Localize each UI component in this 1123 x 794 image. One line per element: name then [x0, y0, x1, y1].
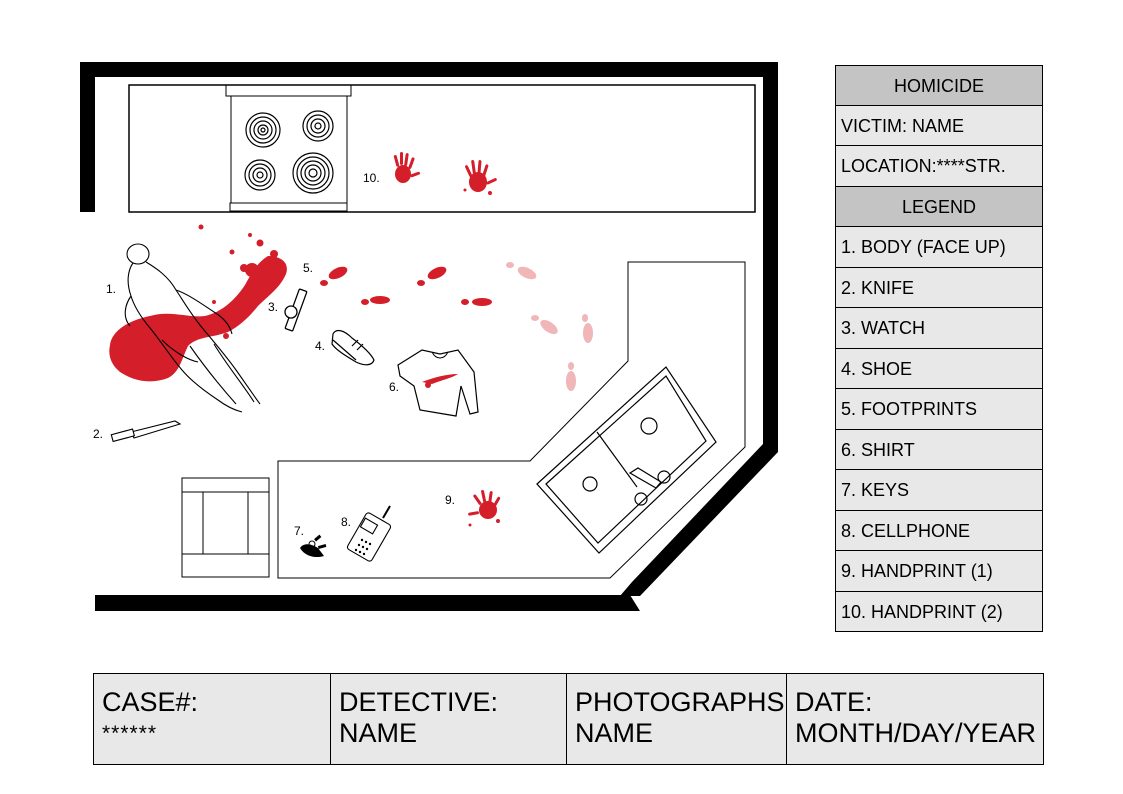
case-type-header: HOMICIDE: [835, 65, 1043, 106]
knife-icon: [110, 420, 182, 443]
double-sink: [536, 366, 717, 554]
shirt-icon: [397, 349, 479, 417]
cellphone-icon: [346, 505, 392, 562]
case-number-cell: CASE#: ******: [94, 674, 331, 764]
marker-knife: 2.: [93, 427, 103, 441]
detective-label: DETECTIVE:: [339, 687, 499, 717]
top-counter: [128, 84, 756, 213]
date-cell: DATE: MONTH/DAY/YEAR: [787, 674, 1043, 764]
burner-icon: [302, 110, 334, 142]
marker-handprint-2: 10.: [363, 171, 380, 185]
legend-item: 5. FOOTPRINTS: [835, 389, 1043, 430]
sink-counter: [277, 261, 746, 579]
shoe-icon: [331, 329, 375, 366]
victim-field: VICTIM: NAME: [835, 105, 1043, 146]
photographs-cell: PHOTOGRAPHS: NAME: [567, 674, 787, 764]
armchair: [181, 477, 270, 578]
bloody-handprint-icon: [468, 489, 501, 527]
location-field: LOCATION:****STR.: [835, 146, 1043, 187]
legend-panel: HOMICIDE VICTIM: NAME LOCATION:****STR. …: [835, 65, 1043, 632]
marker-watch: 3.: [268, 300, 278, 314]
legend-title: LEGEND: [835, 186, 1043, 227]
photographs-label: PHOTOGRAPHS:: [575, 687, 787, 717]
marker-keys: 7.: [294, 524, 304, 538]
marker-body: 1.: [106, 282, 116, 296]
legend-item: 8. CELLPHONE: [835, 510, 1043, 551]
marker-shoe: 4.: [315, 339, 325, 353]
footprints: [320, 262, 593, 391]
legend-item: 7. KEYS: [835, 470, 1043, 511]
date-label: DATE:: [795, 687, 873, 717]
blood-pool: [109, 224, 287, 382]
legend-item: 3. WATCH: [835, 308, 1043, 349]
legend-item: 10. HANDPRINT (2): [835, 591, 1043, 632]
burner-icon: [244, 159, 276, 191]
body-outline-icon: [124, 243, 261, 413]
burner-icon: [245, 112, 281, 148]
keys-icon: [300, 534, 327, 558]
watch-icon: [284, 288, 308, 332]
marker-shirt: 6.: [389, 380, 399, 394]
legend-item: 9. HANDPRINT (1): [835, 551, 1043, 592]
legend-item: 4. SHOE: [835, 348, 1043, 389]
date-value: MONTH/DAY/YEAR: [795, 718, 1037, 748]
case-number-label: CASE#:: [102, 687, 199, 717]
marker-cellphone: 8.: [341, 515, 351, 529]
burner-icon: [292, 152, 334, 194]
detective-cell: DETECTIVE: NAME: [331, 674, 567, 764]
case-number-value: ******: [102, 722, 158, 745]
legend-item: 6. SHIRT: [835, 429, 1043, 470]
bloody-handprint-icon: [393, 152, 420, 183]
legend-item: 1. BODY (FACE UP): [835, 227, 1043, 268]
room-walls: [80, 62, 778, 611]
case-info-bar: CASE#: ****** DETECTIVE: NAME PHOTOGRAPH…: [93, 673, 1044, 765]
marker-footprints: 5.: [303, 261, 313, 275]
crime-scene-floor-plan: 1. 2. 3. 4. 5. 6. 7. 8. 9. 10.: [80, 62, 778, 611]
detective-value: NAME: [339, 718, 418, 748]
stove: [225, 84, 352, 212]
bloody-handprint-icon: [463, 159, 497, 195]
marker-handprint-1: 9.: [445, 493, 455, 507]
photographs-value: NAME: [575, 718, 654, 748]
legend-item: 2. KNIFE: [835, 267, 1043, 308]
